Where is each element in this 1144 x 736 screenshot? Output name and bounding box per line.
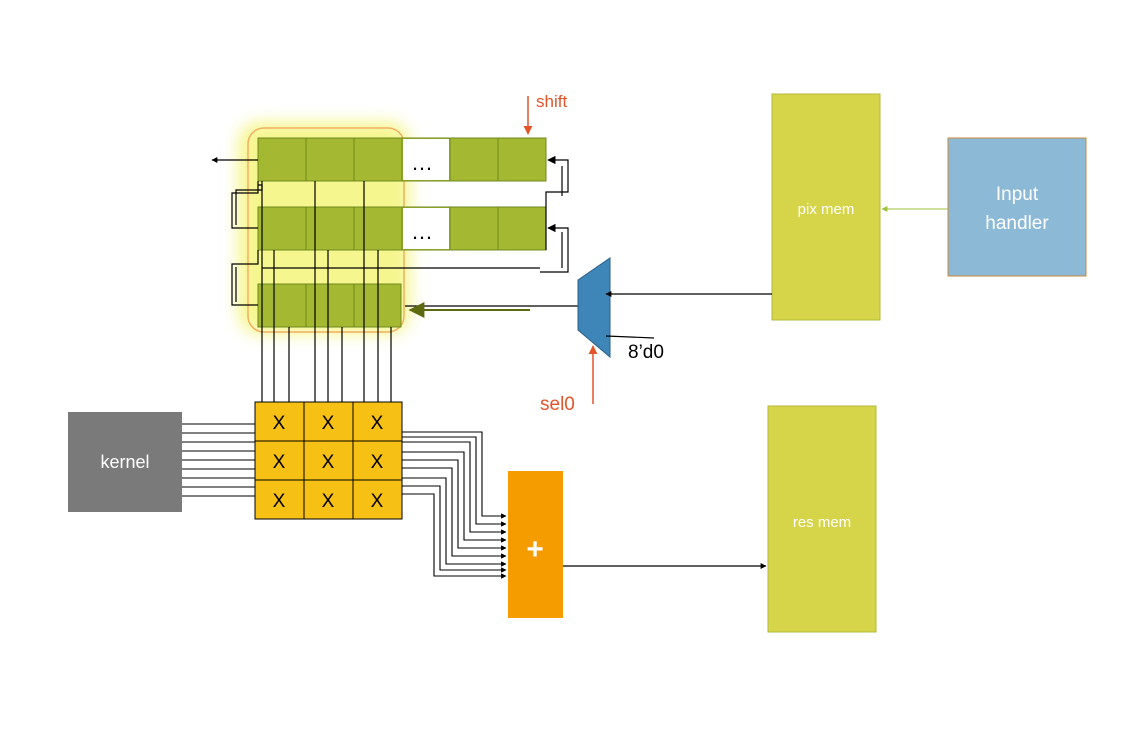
multiplexer: 8’d0 — [577, 257, 664, 363]
shift-register-row-3 — [257, 283, 402, 328]
ellipsis-row-2: … — [411, 219, 433, 244]
multiplier-0-2: X — [371, 413, 384, 434]
shift-register-row-1: … — [257, 137, 547, 182]
multiplier-2-2: X — [371, 491, 384, 512]
multiplier-0-0: X — [273, 413, 286, 434]
kernel-wires — [182, 423, 255, 497]
shift-label: shift — [536, 92, 567, 111]
kernel-label: kernel — [100, 452, 149, 472]
shift-annotation: shift — [523, 92, 567, 135]
adder-block: + — [508, 471, 563, 618]
kernel-block: kernel — [68, 412, 182, 512]
multiplier-1-0: X — [273, 452, 286, 473]
sel0-label: sel0 — [540, 394, 575, 415]
const-input-label: 8’d0 — [628, 342, 664, 363]
multiplier-1-2: X — [371, 452, 384, 473]
input-handler-block: Input handler — [947, 137, 1087, 277]
adder-label: + — [526, 533, 544, 566]
multiplier-2-1: X — [322, 491, 335, 512]
multiplier-2-0: X — [273, 491, 286, 512]
input-handler-label-line1: Input — [996, 184, 1039, 205]
input-handler-label-line2: handler — [985, 213, 1049, 234]
pix-mem-block: pix mem — [771, 93, 881, 321]
multiplier-1-1: X — [322, 452, 335, 473]
pix-mem-label: pix mem — [798, 201, 855, 218]
ellipsis-row-1: … — [411, 150, 433, 175]
multiplier-0-1: X — [322, 413, 335, 434]
shift-register-row-2: … — [257, 206, 547, 251]
multiplier-grid: X X X X X X X X X — [254, 401, 403, 520]
sel0-annotation: sel0 — [540, 345, 598, 415]
res-mem-label: res mem — [793, 514, 851, 531]
res-mem-block: res mem — [767, 405, 877, 633]
window-taps — [261, 181, 392, 402]
product-wires — [402, 431, 507, 579]
